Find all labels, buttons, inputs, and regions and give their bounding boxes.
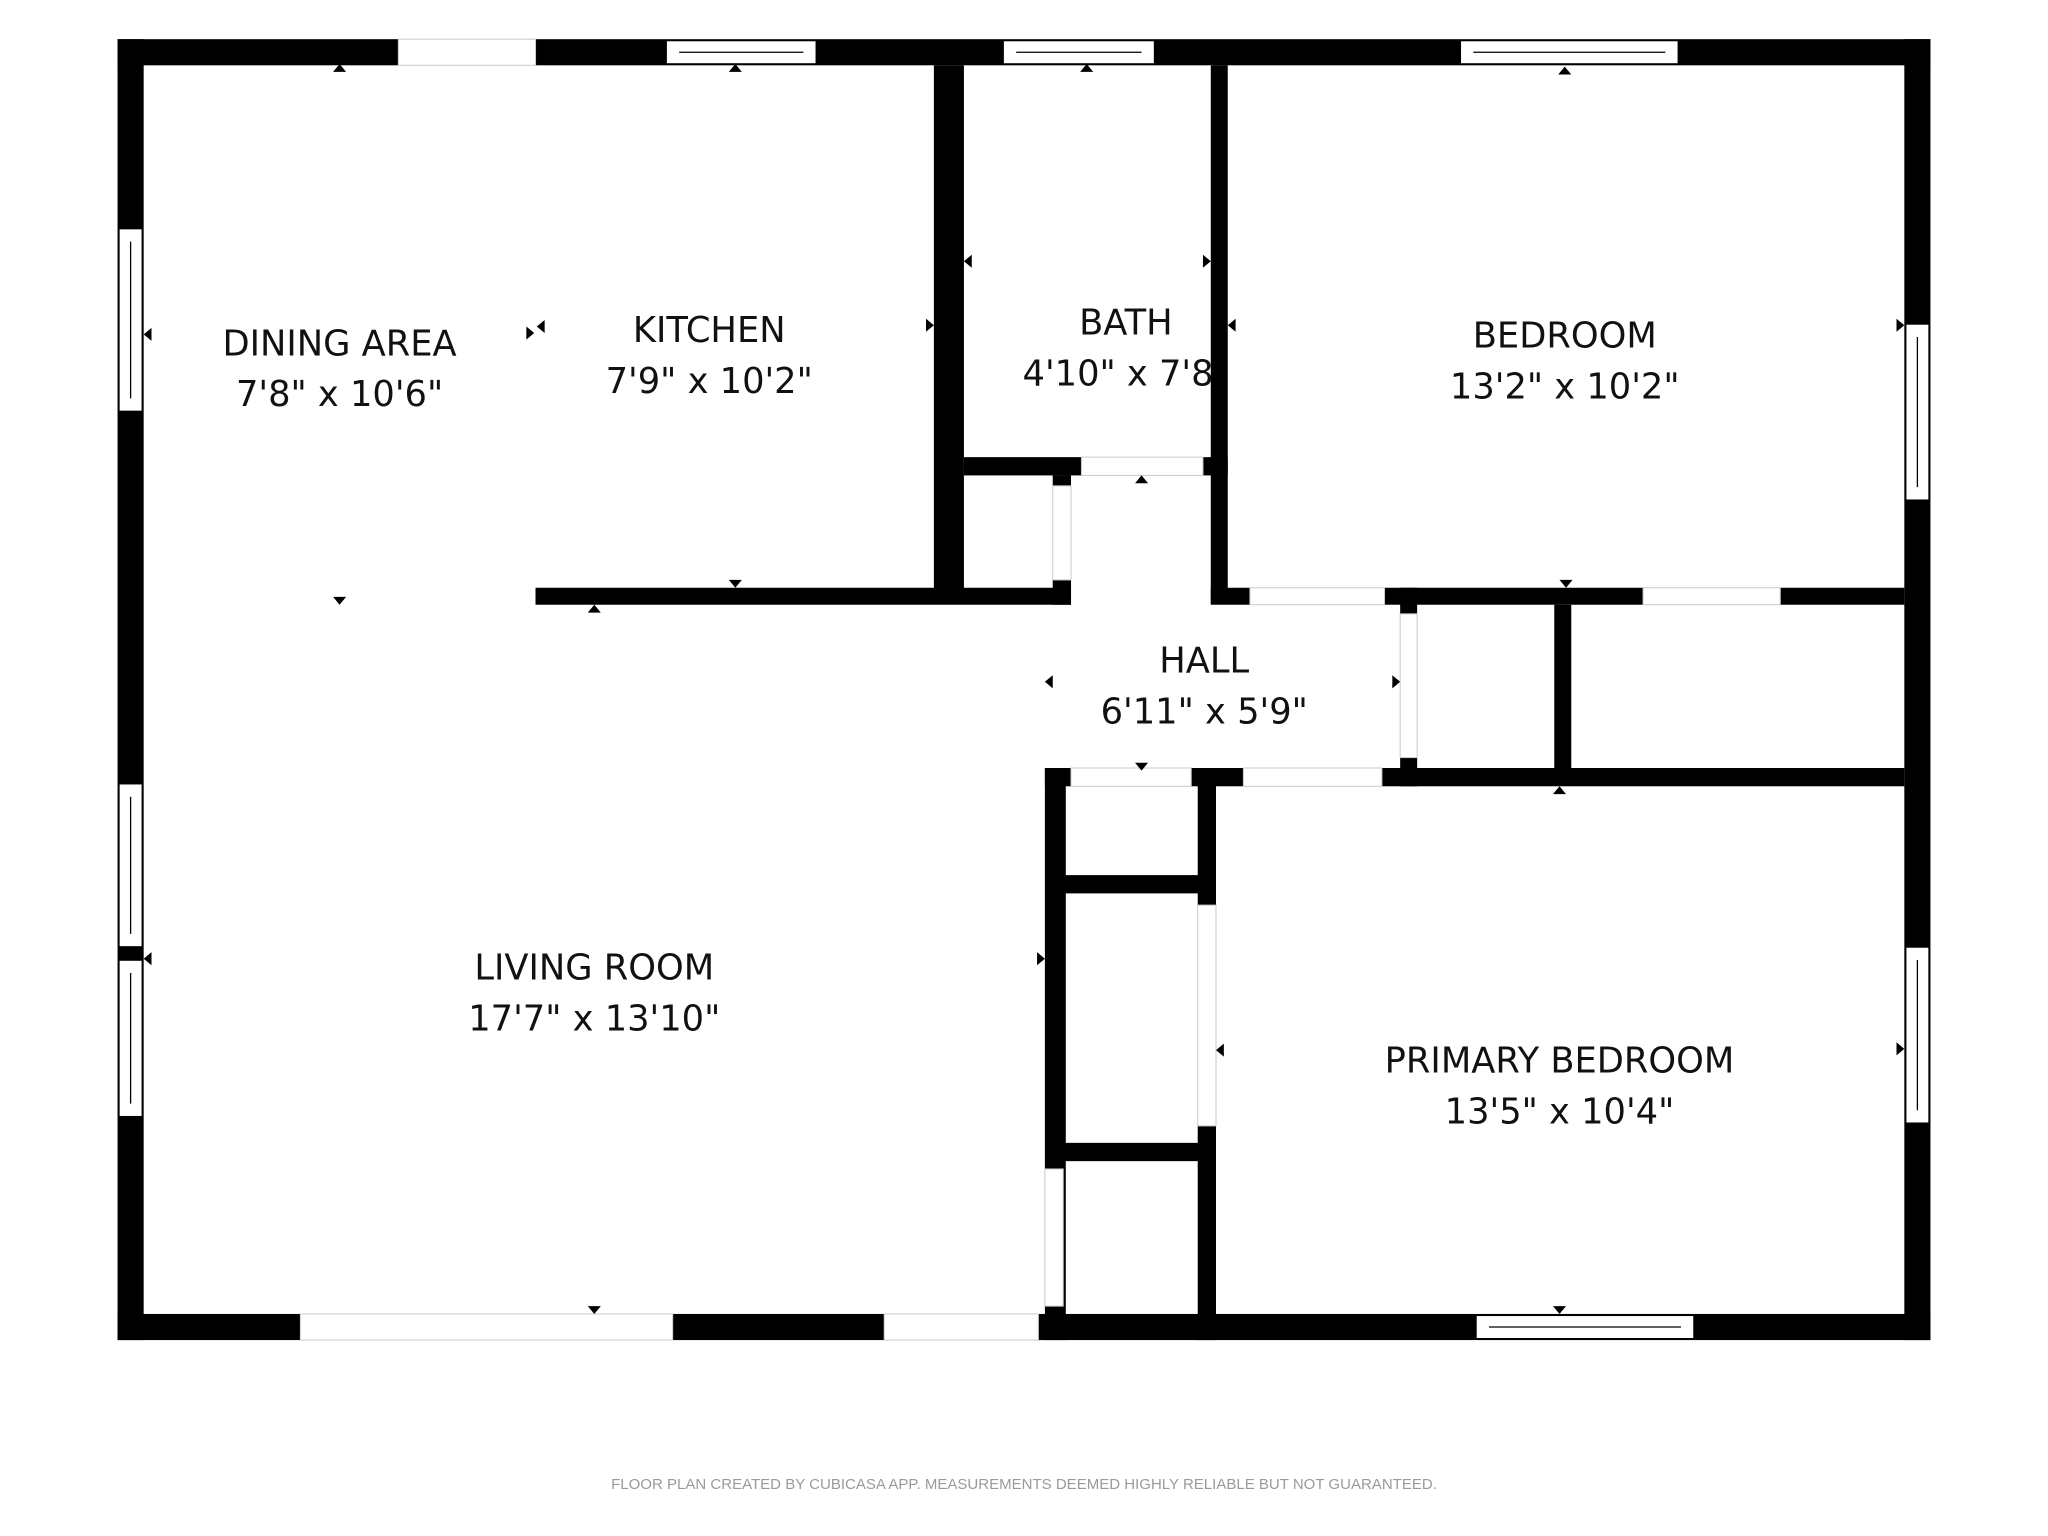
marker-icon: [728, 64, 742, 72]
wall-bedroom-bottom-c: [1780, 587, 1905, 605]
marker-icon: [1896, 1042, 1905, 1056]
marker-icon: [1896, 318, 1905, 332]
door-opening-top: [397, 38, 537, 66]
marker-icon: [1227, 318, 1236, 332]
marker-icon: [1080, 64, 1094, 72]
door-bedroom-closet: [1642, 587, 1781, 606]
marker-icon: [1044, 675, 1053, 689]
wall-primary-top: [1381, 768, 1905, 787]
dimension-markers: [143, 64, 1905, 1314]
room-dims-primary-bedroom: 13'5" x 10'4": [1445, 1091, 1675, 1132]
room-name-living-room: LIVING ROOM: [474, 948, 714, 989]
room-name-primary-bedroom: PRIMARY BEDROOM: [1385, 1040, 1735, 1081]
wall-shelf-2: [1063, 1142, 1207, 1162]
marker-icon: [1392, 675, 1401, 689]
marker-icon: [1552, 786, 1567, 795]
marker-icon: [587, 604, 601, 613]
room-name-kitchen: KITCHEN: [633, 310, 786, 351]
outer-wall-right: [1904, 39, 1931, 1341]
wall-kitchen-bath: [933, 65, 964, 604]
marker-icon: [1216, 1043, 1224, 1057]
wall-bedroom-bottom-a: [1210, 587, 1250, 605]
wall-hall-bottom-b: [1191, 768, 1244, 787]
openings: [299, 38, 1781, 1341]
walls: [117, 39, 1931, 1341]
wall-closet-divider: [1554, 604, 1572, 771]
marker-icon: [1037, 952, 1045, 966]
wall-bath-bedroom: [1210, 65, 1228, 604]
marker-icon: [1559, 579, 1573, 588]
door-bedroom: [1249, 587, 1386, 606]
door-closet: [1052, 485, 1072, 581]
door-living-closet: [1044, 1168, 1064, 1307]
marker-icon: [728, 579, 742, 588]
marker-icon: [1552, 1306, 1567, 1314]
room-labels: DINING AREA 7'8" x 10'6" KITCHEN 7'9" x …: [222, 302, 1734, 1132]
wall-shelf-1: [1063, 875, 1207, 894]
marker-icon: [1135, 475, 1149, 484]
door-opening-bottom-1: [299, 1313, 674, 1341]
marker-icon: [536, 320, 545, 334]
marker-icon: [1202, 254, 1211, 268]
room-dims-bedroom: 13'2" x 10'2": [1450, 366, 1680, 407]
marker-icon: [963, 254, 972, 268]
door-hall-bottom: [1070, 767, 1192, 787]
wall-kitchen-bottom: [535, 587, 1072, 605]
room-dims-living-room: 17'7" x 13'10": [468, 999, 720, 1040]
wall-bath-bottom-b: [1202, 457, 1228, 476]
door-bath: [1080, 456, 1204, 476]
marker-icon: [926, 318, 934, 332]
marker-icon: [143, 327, 152, 341]
wall-bedroom-bottom-b: [1384, 587, 1644, 605]
wall-bath-bottom: [963, 457, 1082, 476]
windows: [118, 39, 1930, 1340]
room-name-bath: BATH: [1079, 302, 1173, 343]
room-name-hall: HALL: [1159, 641, 1249, 682]
marker-icon: [1135, 762, 1149, 771]
room-name-bedroom: BEDROOM: [1473, 315, 1657, 356]
marker-icon: [143, 952, 152, 966]
door-hall-closet: [1399, 613, 1418, 759]
room-dims-dining-area: 7'8" x 10'6": [236, 374, 443, 415]
room-dims-kitchen: 7'9" x 10'2": [606, 361, 813, 402]
door-opening-bottom-2: [883, 1313, 1039, 1341]
room-dims-bath: 4'10" x 7'8: [1023, 353, 1214, 394]
marker-icon: [1558, 66, 1572, 75]
room-dims-hall: 6'11" x 5'9": [1101, 692, 1308, 733]
marker-icon: [333, 64, 347, 72]
marker-icon: [587, 1306, 601, 1314]
marker-icon: [333, 596, 347, 605]
room-name-dining-area: DINING AREA: [222, 323, 456, 364]
disclaimer-footer: FLOOR PLAN CREATED BY CUBICASA APP. MEAS…: [611, 1476, 1437, 1493]
door-primary: [1242, 767, 1383, 787]
door-primary-closet: [1197, 904, 1217, 1127]
marker-icon: [526, 326, 535, 340]
